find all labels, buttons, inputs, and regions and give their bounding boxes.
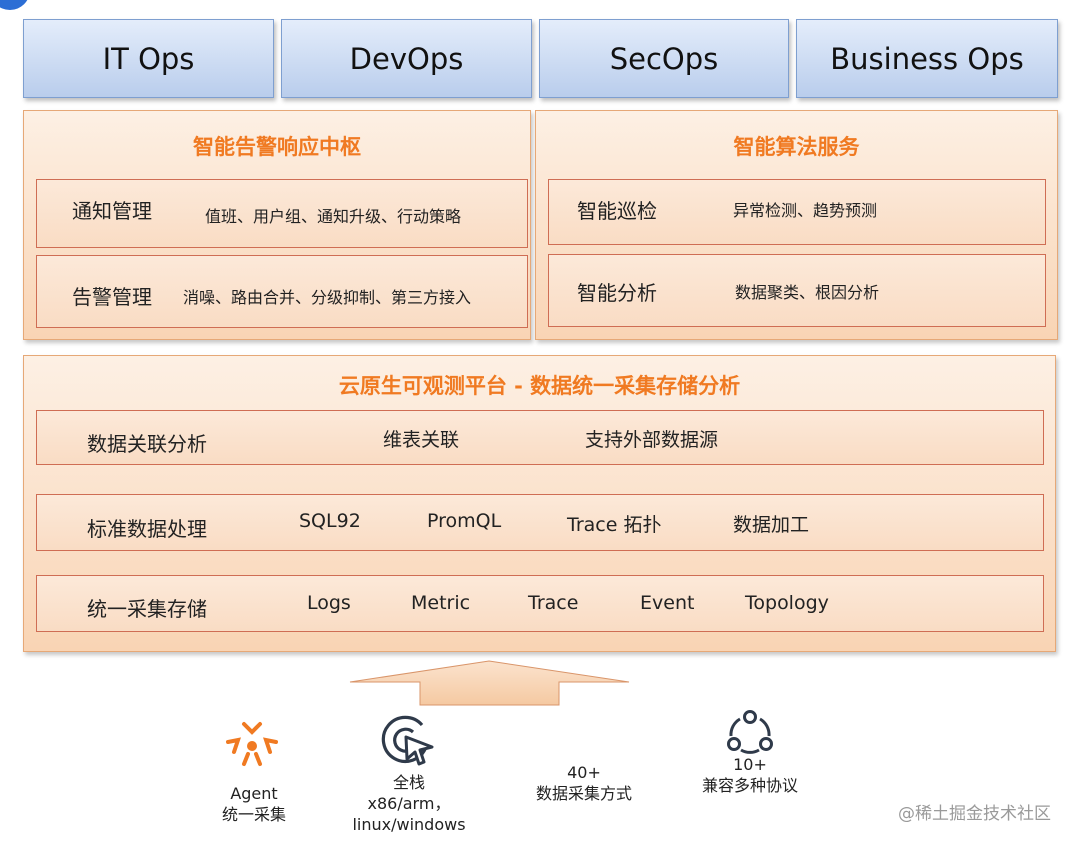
row-item: 数据加工 <box>733 514 810 536</box>
row-label: 智能分析 <box>577 281 657 305</box>
notification-management-row: 通知管理 值班、用户组、通知升级、行动策略 <box>36 179 528 248</box>
tab-label: SecOps <box>609 41 719 76</box>
collection-methods-source: 40+ 数据采集方式 <box>520 762 648 804</box>
cursor-target-icon <box>381 715 434 766</box>
network-protocol-icon <box>727 710 773 754</box>
panel-title: 云原生可观测平台 - 数据统一采集存储分析 <box>338 374 741 398</box>
row-item: Trace 拓扑 <box>567 514 662 536</box>
standard-processing-row: 标准数据处理 SQL92 PromQL Trace 拓扑 数据加工 <box>36 494 1044 551</box>
row-text: 消噪、路由合并、分级抑制、第三方接入 <box>183 288 472 307</box>
alert-response-panel: 智能告警响应中枢 通知管理 值班、用户组、通知升级、行动策略 告警管理 消噪、路… <box>23 110 531 340</box>
algorithm-service-panel: 智能算法服务 智能巡检 异常检测、趋势预测 智能分析 数据聚类、根因分析 <box>535 110 1058 340</box>
watermark: @稀土掘金技术社区 <box>898 804 1051 824</box>
unified-storage-row: 统一采集存储 Logs Metric Trace Event Topology <box>36 575 1044 632</box>
row-label: 标准数据处理 <box>87 517 207 541</box>
row-item: 维表关联 <box>383 429 460 451</box>
row-item: Metric <box>411 592 471 614</box>
tab-business-ops[interactable]: Business Ops <box>796 19 1058 98</box>
source-line: 兼容多种协议 <box>701 776 798 795</box>
row-label: 智能巡检 <box>577 199 657 223</box>
source-line: 10+ <box>733 755 767 774</box>
source-line: 全栈 <box>392 773 425 792</box>
row-item: SQL92 <box>299 510 361 532</box>
full-stack-source: 全栈 x86/arm， linux/windows <box>340 772 478 835</box>
tab-label: Business Ops <box>830 41 1024 76</box>
source-line: Agent <box>230 784 278 803</box>
source-line: linux/windows <box>352 815 466 834</box>
row-text: 数据聚类、根因分析 <box>735 283 880 302</box>
upward-arrow <box>349 660 630 706</box>
agent-icon <box>226 722 278 766</box>
tab-label: DevOps <box>349 41 464 76</box>
row-item: Topology <box>745 592 829 614</box>
source-line: 40+ <box>567 763 601 782</box>
corner-badge <box>0 0 30 10</box>
data-correlation-row: 数据关联分析 维表关联 支持外部数据源 <box>36 410 1044 465</box>
row-label: 数据关联分析 <box>87 432 207 456</box>
smart-inspection-row: 智能巡检 异常检测、趋势预测 <box>548 179 1046 245</box>
row-label: 通知管理 <box>72 199 152 223</box>
panel-title: 智能算法服务 <box>733 135 860 159</box>
smart-analysis-row: 智能分析 数据聚类、根因分析 <box>548 254 1046 327</box>
observability-platform-panel: 云原生可观测平台 - 数据统一采集存储分析 数据关联分析 维表关联 支持外部数据… <box>23 355 1056 652</box>
row-item: PromQL <box>427 510 502 532</box>
row-text: 异常检测、趋势预测 <box>733 201 878 220</box>
source-line: x86/arm， <box>367 794 451 813</box>
row-label: 统一采集存储 <box>87 597 207 621</box>
row-item: 支持外部数据源 <box>585 429 719 451</box>
tab-devops[interactable]: DevOps <box>281 19 532 98</box>
alert-management-row: 告警管理 消噪、路由合并、分级抑制、第三方接入 <box>36 255 528 328</box>
row-item: Event <box>640 592 695 614</box>
row-item: Logs <box>307 592 351 614</box>
tab-secops[interactable]: SecOps <box>539 19 789 98</box>
panel-title: 智能告警响应中枢 <box>193 135 361 159</box>
agent-source: Agent 统一采集 <box>205 783 303 825</box>
source-line: 统一采集 <box>221 805 286 824</box>
tab-label: IT Ops <box>102 41 195 76</box>
row-label: 告警管理 <box>72 285 152 309</box>
tab-it-ops[interactable]: IT Ops <box>23 19 274 98</box>
source-line: 数据采集方式 <box>535 784 632 803</box>
protocols-source: 10+ 兼容多种协议 <box>690 754 810 796</box>
row-text: 值班、用户组、通知升级、行动策略 <box>205 207 462 226</box>
row-item: Trace <box>528 592 579 614</box>
